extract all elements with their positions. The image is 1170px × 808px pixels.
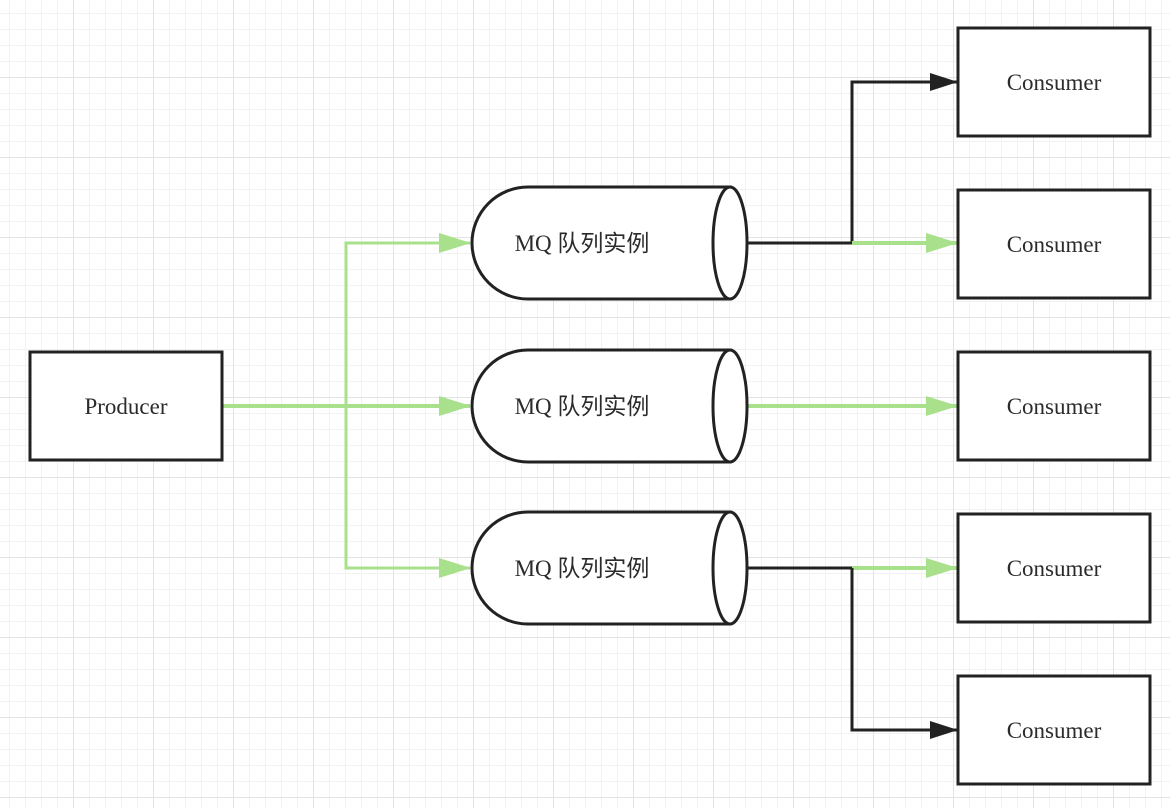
consumer-3-label: Consumer — [1007, 394, 1102, 419]
consumer-node-5[interactable]: Consumer — [956, 674, 1152, 786]
queue-3-end-cap — [711, 510, 749, 626]
queue-3-label: MQ 队列实例 — [515, 556, 650, 581]
edge-producer-queue-1 — [344, 233, 471, 406]
consumer-node-3[interactable]: Consumer — [956, 350, 1152, 462]
queue-node-1[interactable]: MQ 队列实例 — [470, 185, 749, 301]
queue-1-end-cap — [711, 185, 749, 301]
queue-2-label: MQ 队列实例 — [515, 394, 650, 419]
queue-1-body — [470, 185, 732, 301]
consumer-4-label: Consumer — [1007, 556, 1102, 581]
producer-box — [28, 350, 224, 462]
queue-to-consumer-edges — [748, 73, 958, 739]
queue-node-3[interactable]: MQ 队列实例 — [470, 510, 749, 626]
consumer-3-box — [956, 350, 1152, 462]
consumer-1-box — [956, 26, 1152, 138]
consumer-node-1[interactable]: Consumer — [956, 26, 1152, 138]
edge-producer-queue-3 — [344, 406, 471, 578]
producer-to-queue-edges — [222, 233, 471, 578]
consumer-2-box — [956, 188, 1152, 300]
consumer-node-4[interactable]: Consumer — [956, 512, 1152, 624]
queue-3-body — [470, 510, 732, 626]
consumer-1-label: Consumer — [1007, 70, 1102, 95]
queue-2-end-cap — [711, 348, 749, 464]
consumer-node-2[interactable]: Consumer — [956, 188, 1152, 300]
consumer-5-box — [956, 674, 1152, 786]
queue-1-label: MQ 队列实例 — [515, 231, 650, 256]
consumer-4-box — [956, 512, 1152, 624]
queue-2-body — [470, 348, 732, 464]
consumer-5-label: Consumer — [1007, 718, 1102, 743]
producer-label: Producer — [84, 394, 167, 419]
queue-node-2[interactable]: MQ 队列实例 — [470, 348, 749, 464]
consumer-2-label: Consumer — [1007, 232, 1102, 257]
edge-queue-3-consumer-5 — [850, 568, 958, 739]
edge-queue-1-consumer-1 — [748, 73, 958, 245]
producer-node[interactable]: Producer — [28, 350, 224, 462]
